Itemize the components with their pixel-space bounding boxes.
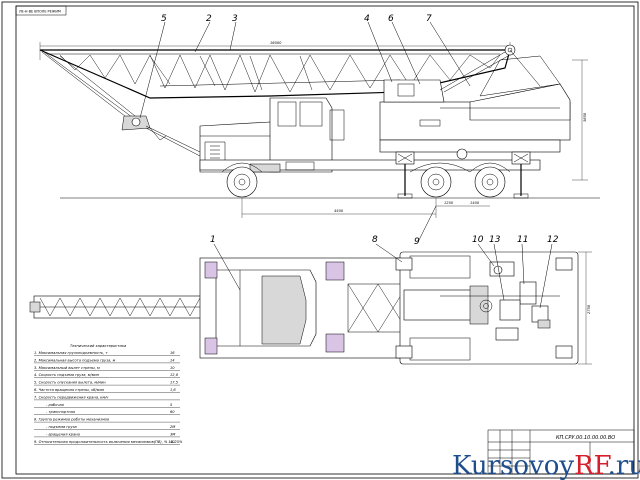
spec-value: 17,5 — [170, 381, 179, 385]
plan-superstructure — [399, 251, 579, 365]
callout-11: 11 — [517, 235, 528, 245]
plan-truck — [199, 257, 459, 359]
inner-border — [15, 5, 635, 475]
callout-6: 6 — [388, 14, 394, 24]
plan-bumper-right — [204, 337, 218, 355]
spec-value: 2М — [170, 425, 175, 429]
boom — [39, 44, 516, 99]
spec-label: 2. Максимальная высота подъема груза, м — [34, 358, 116, 362]
spec-label: 6. Частота вращения стрелы, об/мин — [34, 388, 105, 392]
wheels — [226, 166, 506, 198]
side-view: 16000 3850 — [39, 14, 600, 218]
title-block: КП.СРУ.00.10.00.00.ВО — [487, 429, 635, 475]
callout-10: 10 — [472, 235, 484, 245]
spec-table: Технический характеристика 1. Максимальн… — [34, 344, 183, 445]
plan-width-text: 2750 — [587, 304, 591, 314]
plan-callouts: 1 8 9 10 13 11 12 — [210, 205, 559, 309]
spec-label: - подъема груза — [46, 425, 77, 429]
wheel-rear-2 — [474, 166, 506, 198]
spec-rows: 1. Максимальная грузоподъемность, т 16 2. … — [34, 351, 183, 445]
spec-value: 40 — [170, 440, 175, 444]
spec-label: 4. Скорость подъема груза, м/мин — [34, 373, 100, 377]
cab-window-left — [277, 101, 297, 127]
spec-value: 5 — [170, 403, 173, 407]
hook-assembly — [41, 51, 201, 157]
callout-3: 3 — [232, 14, 238, 24]
corner-stamp: ЛЕ-Н-ВЕ ВПОЛЕ РЕЖИМ — [15, 5, 67, 16]
plan-wheel-front-right — [325, 333, 345, 353]
callout-12: 12 — [547, 235, 559, 245]
counterweight — [469, 83, 571, 121]
wheel-front — [226, 166, 258, 198]
callout-9: 9 — [414, 237, 420, 247]
slewing-gear — [519, 281, 537, 305]
spec-value: 16 — [170, 351, 175, 355]
spec-value: 60 — [170, 410, 175, 414]
callout-13: 13 — [489, 235, 501, 245]
outriggers — [395, 151, 531, 199]
spec-title: Технический характеристика — [70, 344, 126, 348]
spec-value: 3М — [170, 432, 175, 436]
spec-label: - транспортная — [46, 410, 76, 414]
spec-label: 8. Группа режимов работы механизмов — [34, 418, 109, 422]
plan-view: 2750 1 8 9 10 13 11 12 — [29, 205, 592, 365]
spec-label: - вращения крана — [46, 432, 80, 436]
chassis-frame — [199, 159, 541, 171]
title-block-code: КП.СРУ.00.10.00.00.ВО — [556, 435, 615, 441]
corner-stamp-text: ЛЕ-Н-ВЕ ВПОЛЕ РЕЖИМ — [19, 10, 61, 14]
spec-label: 7. Скорость передвижения крана, км/ч — [34, 395, 108, 399]
wheelbase-dimensions: 4500 1250 1400 — [241, 198, 490, 218]
plan-cab-roof — [261, 275, 307, 345]
height-dimension: 3850 — [572, 59, 588, 181]
plan-wheel-front-left — [325, 261, 345, 281]
callout-1: 1 — [210, 235, 216, 245]
spec-value: 12,8 — [170, 373, 179, 377]
callout-4: 4 — [364, 14, 370, 24]
plan-width-dimension: 2750 — [578, 251, 592, 365]
side-callouts: 5 2 3 4 6 7 — [139, 14, 471, 119]
plan-outriggers — [395, 257, 573, 359]
wheel-rear-1 — [420, 166, 452, 198]
spec-value: 1,6 — [170, 388, 176, 392]
spec-label: 3. Максимальный вылет стрелы, м — [34, 366, 100, 370]
spec-value: 10 — [170, 366, 175, 370]
plan-boom — [29, 295, 205, 319]
spec-value: 14 — [170, 358, 175, 362]
boom-length-text: 16000 — [270, 41, 282, 45]
spec-label: 1. Максимальная грузоподъемность, т — [34, 351, 108, 355]
height-text: 3850 — [583, 112, 587, 122]
callout-7: 7 — [426, 14, 432, 24]
axle-spacing-b-text: 1400 — [470, 201, 480, 205]
plan-turntable — [399, 251, 579, 365]
plan-bumper-left — [204, 261, 218, 279]
callout-2: 2 — [206, 14, 212, 24]
superstructure — [379, 49, 571, 160]
callout-8: 8 — [372, 235, 378, 245]
truck-chassis — [199, 97, 541, 173]
watermark: KursovoyRF.ru — [452, 451, 640, 480]
wheelbase-text: 4500 — [334, 209, 344, 213]
spec-label: 5. Скорость опускания вылета, м/мин — [34, 381, 106, 385]
cab-window-right — [299, 101, 323, 127]
spec-label: - рабочая — [46, 403, 65, 407]
axle-spacing-a-text: 1250 — [444, 201, 454, 205]
callout-5: 5 — [161, 14, 167, 24]
spec-label: 9. Относительная продолжительность включ… — [34, 440, 183, 444]
